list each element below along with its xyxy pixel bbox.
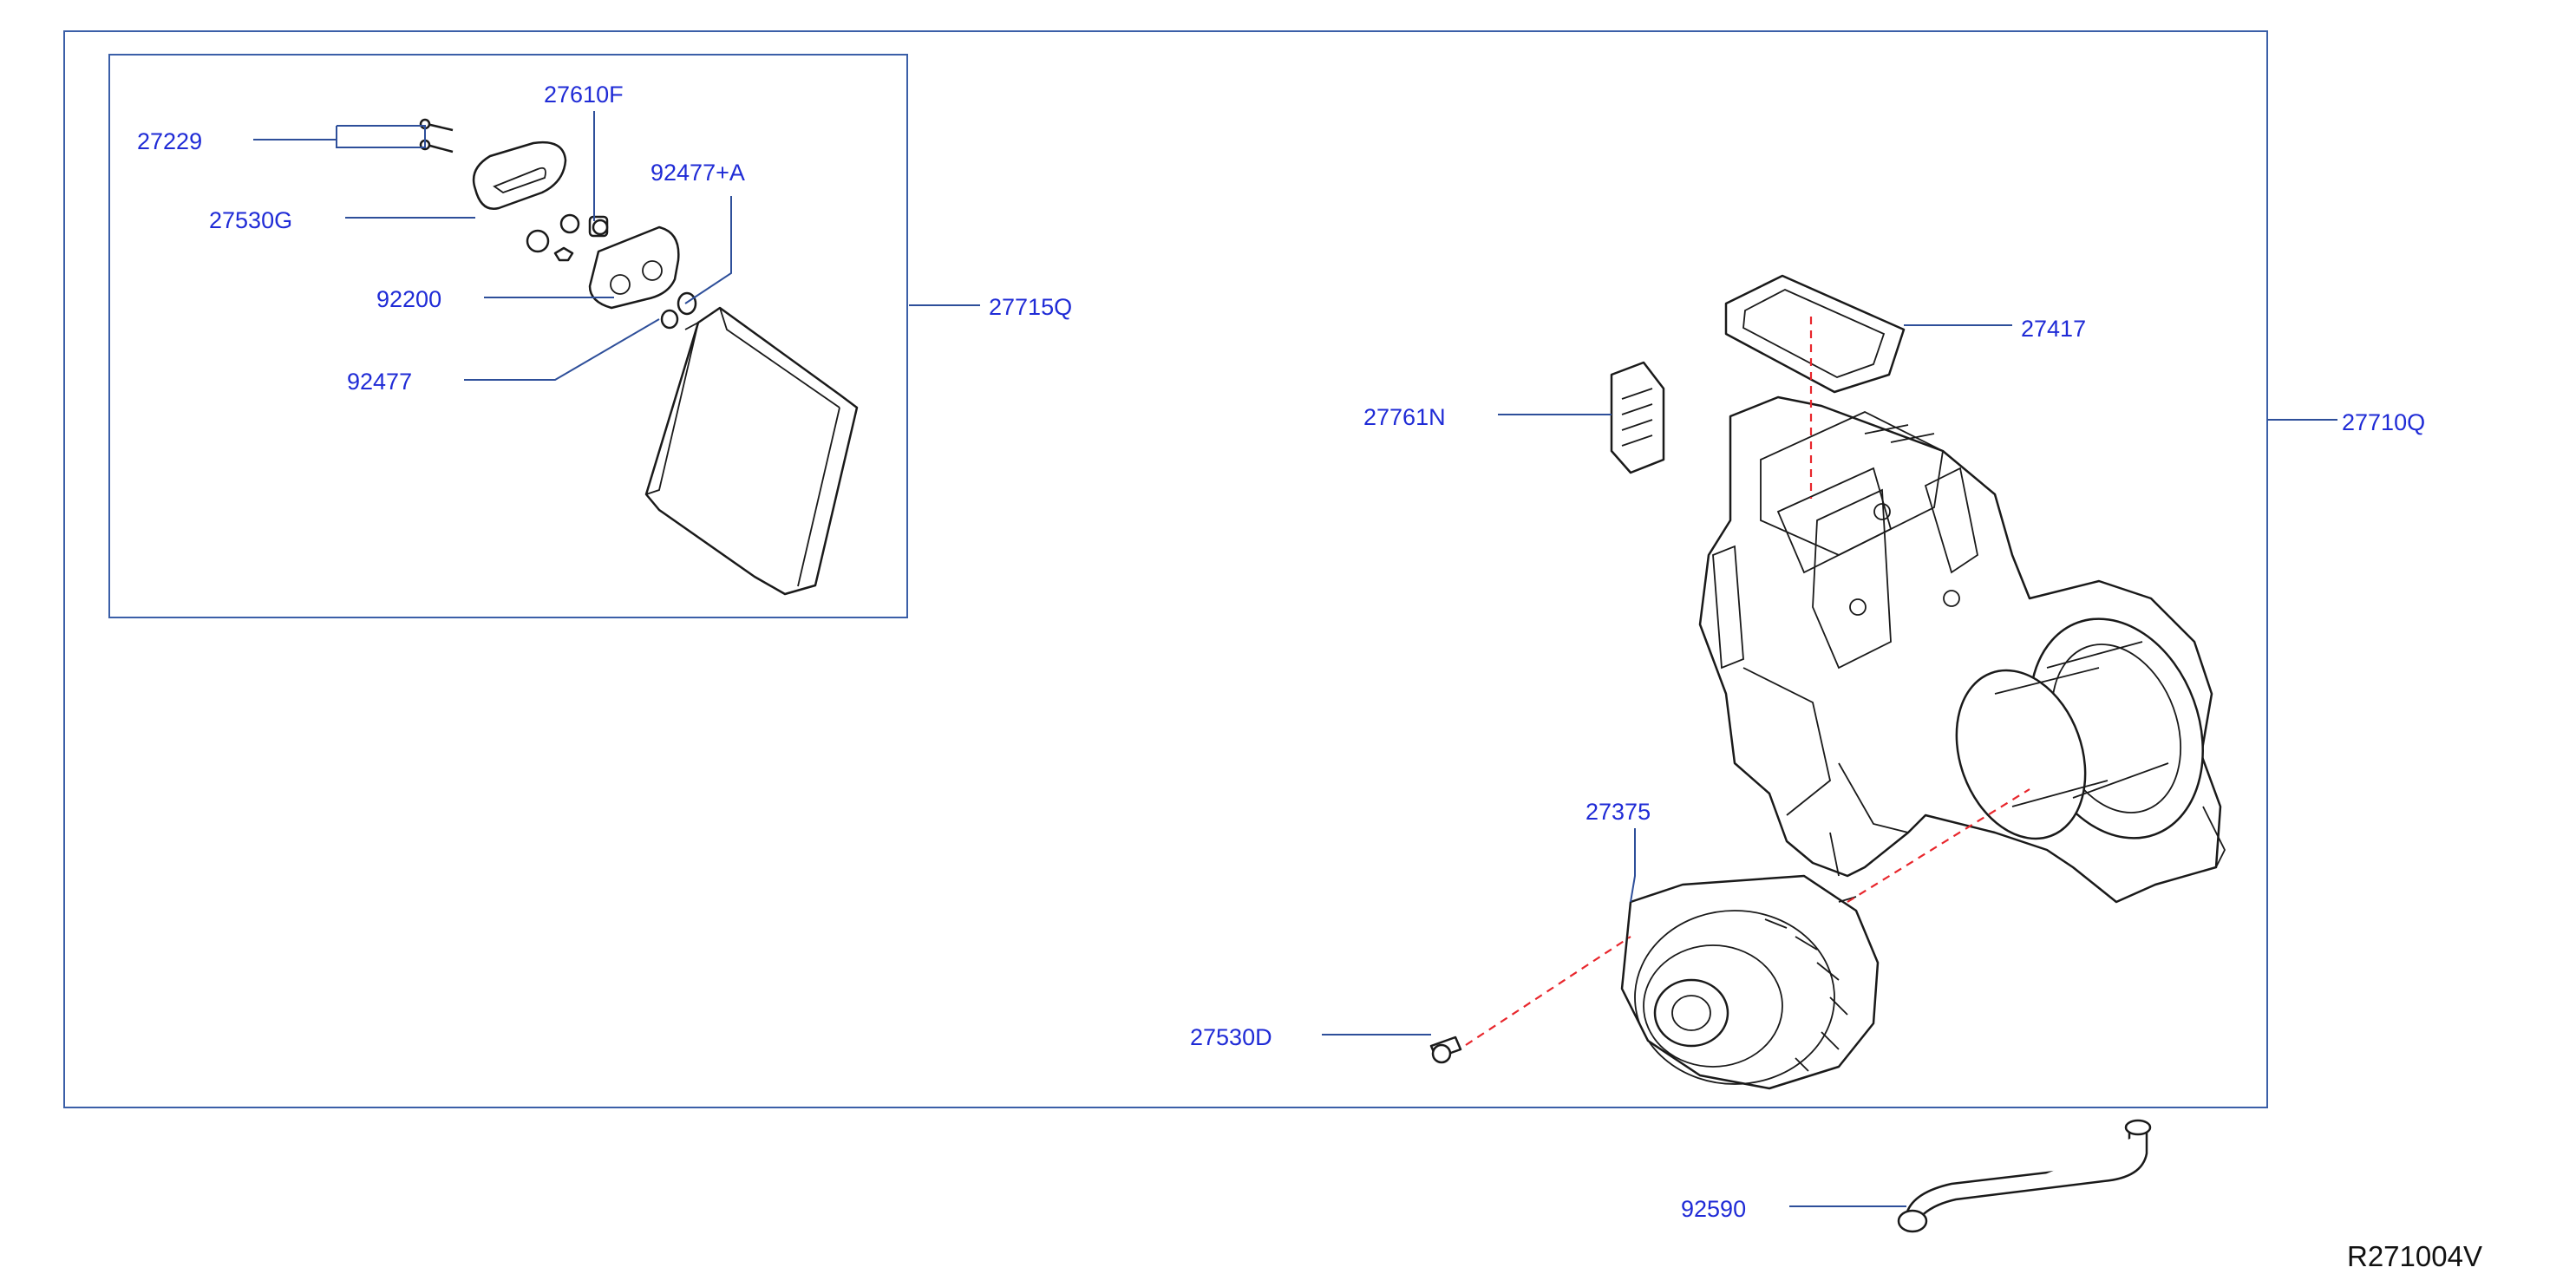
evaporator-assembly-frame	[108, 54, 908, 618]
filter-illustration	[1610, 361, 1665, 474]
callout-27530G[interactable]: 27530G	[209, 207, 292, 233]
callout-27375[interactable]: 27375	[1585, 799, 1651, 825]
callout-92477A[interactable]: 92477+A	[651, 160, 745, 186]
gasket-plate-illustration	[472, 140, 567, 210]
evaporator-core-illustration	[644, 306, 859, 596]
duct-seal-illustration	[1724, 274, 1906, 394]
leader-line	[684, 196, 732, 304]
callout-27761N[interactable]: 27761N	[1363, 404, 1446, 430]
leader-line	[464, 318, 660, 381]
callout-27530D[interactable]: 27530D	[1190, 1024, 1272, 1050]
callout-27710Q[interactable]: 27710Q	[2342, 409, 2425, 435]
callout-27610F[interactable]: 27610F	[544, 82, 624, 108]
alignment-line	[1465, 936, 1631, 1046]
callout-92590[interactable]: 92590	[1681, 1196, 1746, 1222]
leader-bracket	[336, 125, 426, 148]
expansion-valve-illustration	[526, 213, 697, 330]
callout-92200[interactable]: 92200	[376, 286, 441, 312]
outer-assembly-frame	[63, 30, 2268, 1108]
heater-housing-illustration	[1698, 395, 2226, 904]
callout-27715Q[interactable]: 27715Q	[989, 294, 1072, 320]
callout-27229[interactable]: 27229	[137, 128, 202, 154]
callout-92477[interactable]: 92477	[347, 369, 412, 395]
reference-id: R271004V	[2347, 1240, 2482, 1272]
callout-27417[interactable]: 27417	[2021, 316, 2086, 342]
blower-motor-illustration	[1620, 874, 1880, 1090]
drain-hose-illustration	[1897, 1119, 2152, 1233]
screw-illustration	[1429, 1035, 1462, 1064]
leader-line	[1630, 828, 1636, 903]
